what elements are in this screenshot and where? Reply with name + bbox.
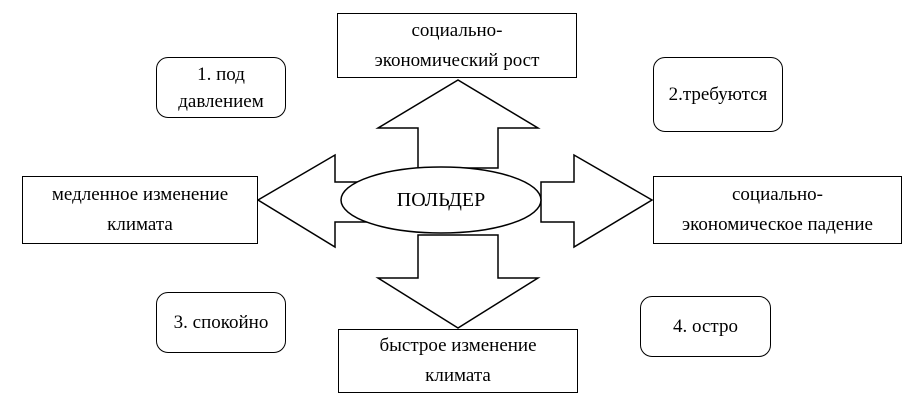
polder-ellipse <box>340 166 542 234</box>
box-slow-climate-change: медленное изменение климата <box>22 176 258 244</box>
arrow-right <box>540 153 654 249</box>
quadrant-3-calm: 3. спокойно <box>156 292 286 353</box>
box-socioeconomic-growth: социально- экономический рост <box>337 13 577 78</box>
box-fast-climate-change: быстрое изменение климата <box>338 329 578 393</box>
quadrant-2-required: 2.требуются <box>653 57 783 132</box>
box-socioeconomic-decline: социально- экономическое падение <box>653 176 902 244</box>
quadrant-1-under-pressure: 1. под давлением <box>156 57 286 118</box>
quadrant-4-acute: 4. остро <box>640 296 771 357</box>
arrow-up <box>375 79 541 169</box>
arrow-down <box>375 234 541 329</box>
polder-label: ПОЛЬДЕР <box>396 188 486 211</box>
